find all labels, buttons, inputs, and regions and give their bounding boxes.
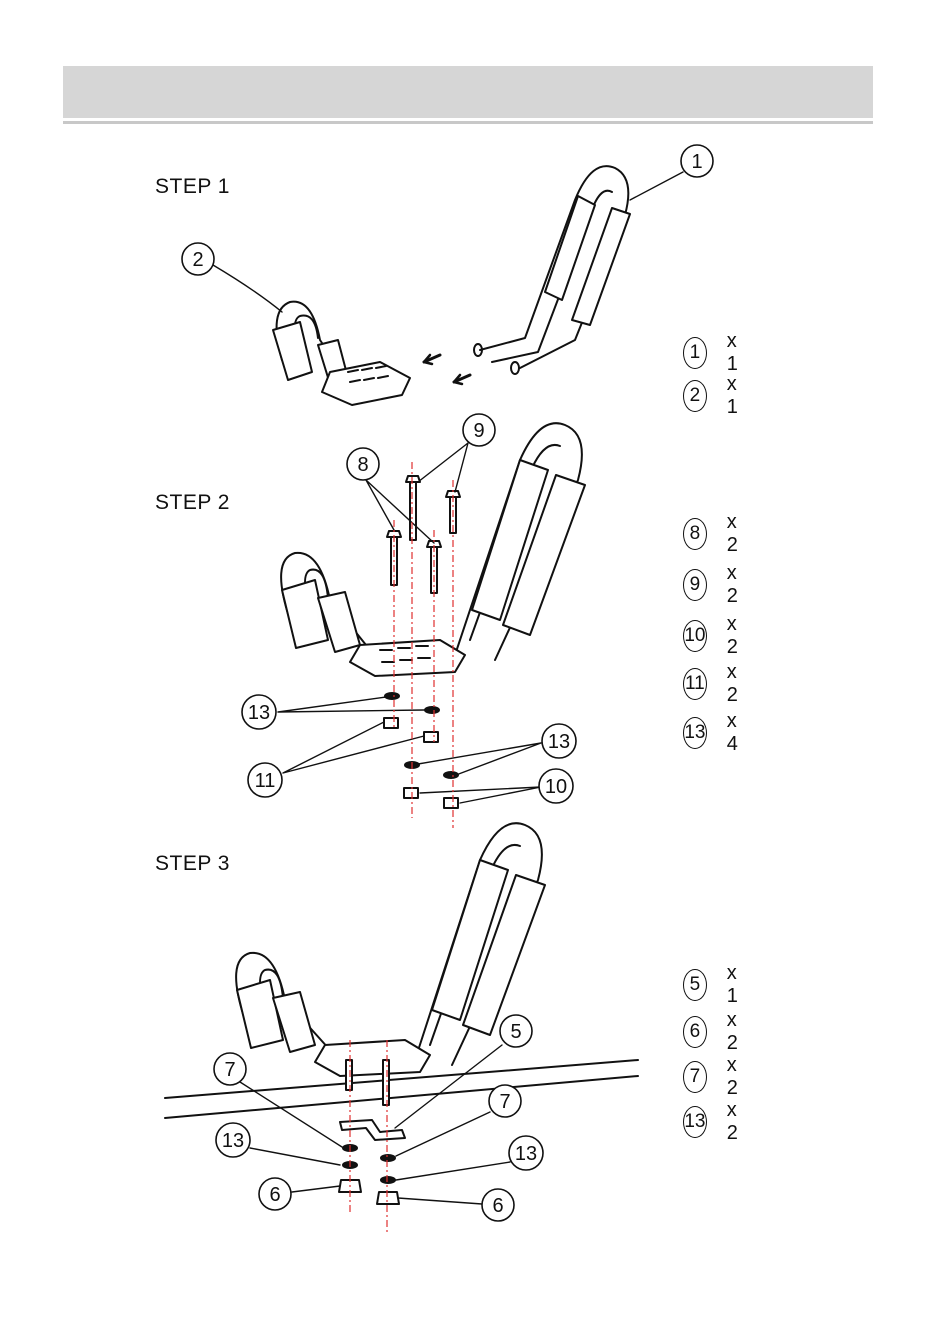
part-quantity: x 2 [727,661,746,707]
part-number: 2 [683,380,707,412]
callout-label: 5 [510,1021,521,1043]
callout-label: 13 [548,731,570,753]
part-number: 5 [683,969,707,1001]
callout-7: 7 [489,1085,521,1117]
part-quantity: x 2 [727,1009,746,1055]
part-row: 6 x 2 [683,1014,746,1050]
part-row: 7 x 2 [683,1059,746,1095]
callout-label: 8 [357,454,368,476]
callout-6: 6 [482,1189,514,1221]
callout-label: 13 [222,1130,244,1152]
part-quantity: x 1 [727,373,746,419]
callout-6: 6 [259,1178,291,1210]
part-row: 13 x 4 [683,715,746,751]
callout-label: 7 [499,1091,510,1113]
part-number: 9 [683,569,707,601]
part-row: 13 x 2 [683,1104,746,1140]
part-quantity: x 2 [727,1099,746,1145]
callout-label: 13 [248,702,270,724]
callout-1: 1 [681,145,713,177]
part-quantity: x 1 [727,962,746,1008]
callout-13: 13 [542,724,576,758]
part-number: 11 [683,668,707,700]
part-number: 13 [683,1106,707,1138]
part-number: 13 [683,717,707,749]
part-quantity: x 2 [727,1054,746,1100]
part-quantity: x 2 [727,562,746,608]
part-quantity: x 1 [727,330,746,376]
callout-5: 5 [500,1015,532,1047]
part-quantity: x 2 [727,511,746,557]
callout-label: 6 [269,1184,280,1206]
part-row: 9 x 2 [683,567,746,603]
part-row: 2 x 1 [683,378,746,414]
part-number: 8 [683,518,707,550]
callout-11: 11 [248,763,282,797]
step-2-drawing [278,423,585,808]
callout-label: 6 [492,1195,503,1217]
callout-13: 13 [509,1136,543,1170]
callout-label: 11 [255,770,276,792]
callout-10: 10 [539,769,573,803]
part-number: 6 [683,1016,707,1048]
callout-2: 2 [182,243,214,275]
callout-label: 2 [192,249,203,271]
part-number: 7 [683,1061,707,1093]
callout-8: 8 [347,448,379,480]
callout-9: 9 [463,414,495,446]
part-row: 1 x 1 [683,335,746,371]
part-number: 1 [683,337,707,369]
part-row: 8 x 2 [683,516,746,552]
callout-label: 10 [545,776,567,798]
callout-7: 7 [214,1053,246,1085]
part-quantity: x 2 [727,613,746,659]
part-number: 10 [683,620,707,652]
callout-label: 1 [691,151,702,173]
callout-13: 13 [242,695,276,729]
part-row: 11 x 2 [683,666,746,702]
callout-label: 7 [224,1059,235,1081]
callout-13: 13 [216,1123,250,1157]
part-row: 10 x 2 [683,618,746,654]
callout-label: 9 [473,420,484,442]
step-1-drawing [213,166,683,405]
part-quantity: x 4 [727,710,746,756]
callout-label: 13 [515,1143,537,1165]
part-row: 5 x 1 [683,967,746,1003]
